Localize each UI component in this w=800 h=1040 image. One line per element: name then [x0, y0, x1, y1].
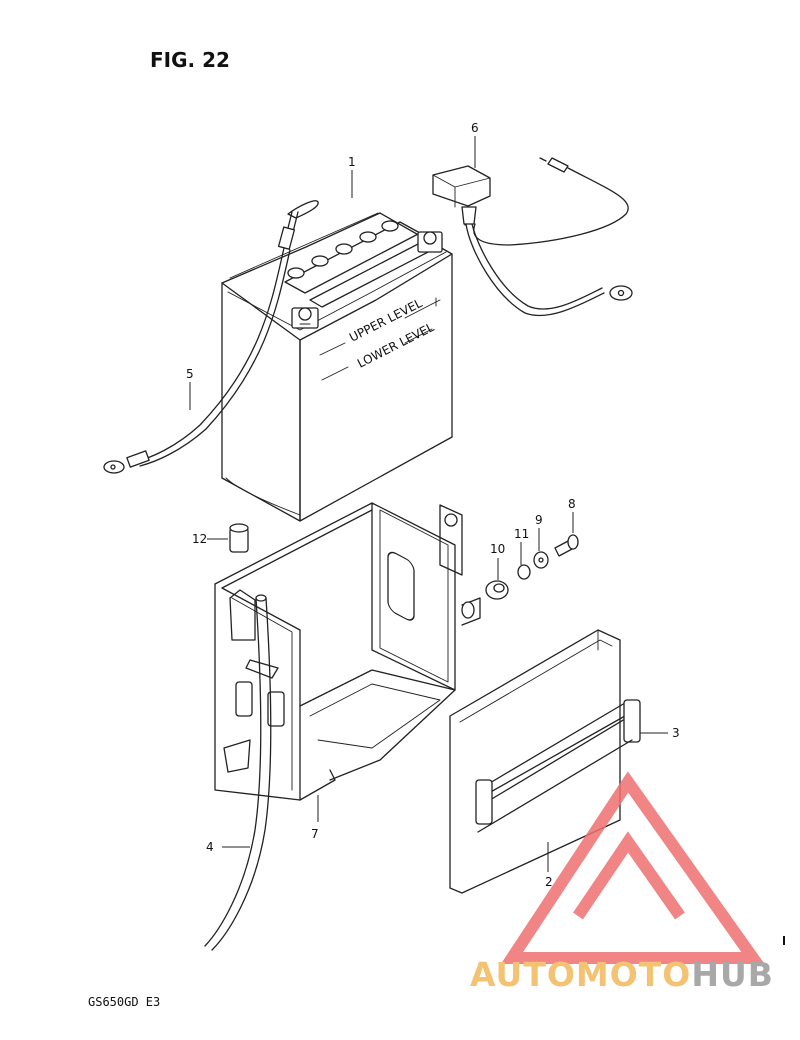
- callout-4: 4: [206, 840, 214, 854]
- callout-6: 6: [471, 121, 479, 135]
- watermark-logo: AUTOMOTOHUB: [470, 771, 774, 994]
- leader-lines: [189, 136, 668, 872]
- callout-3: 3: [672, 726, 680, 740]
- callout-7: 7: [311, 827, 319, 841]
- breather-hose-drawing: [204, 594, 272, 951]
- battery-cover-drawing: [449, 629, 641, 894]
- model-code: GS650GD E3: [88, 995, 160, 1009]
- callout-12: 12: [192, 532, 207, 546]
- relay-cable-drawing: [432, 157, 633, 317]
- battery-cable-drawing: [103, 200, 319, 474]
- callout-10: 10: [490, 542, 505, 556]
- callout-labels: 1 2 3 4 5 6 7 8 9 10 11 12: [186, 121, 680, 889]
- callout-5: 5: [186, 367, 194, 381]
- callout-11: 11: [514, 527, 529, 541]
- callout-9: 9: [535, 513, 543, 527]
- edge-mark: [783, 936, 785, 945]
- cap-drawing: [229, 523, 249, 553]
- hardware-drawing: [485, 534, 579, 600]
- battery-drawing: UPPER LEVEL LOWER LEVEL: [221, 212, 453, 522]
- watermark-triangle: [500, 771, 765, 964]
- battery-holder-drawing: [214, 502, 481, 801]
- figure-title: FIG. 22: [150, 48, 230, 72]
- callout-8: 8: [568, 497, 576, 511]
- callout-1: 1: [348, 155, 356, 169]
- callout-2: 2: [545, 875, 553, 889]
- watermark-auto: AUTOMOTOHUB: [470, 955, 774, 994]
